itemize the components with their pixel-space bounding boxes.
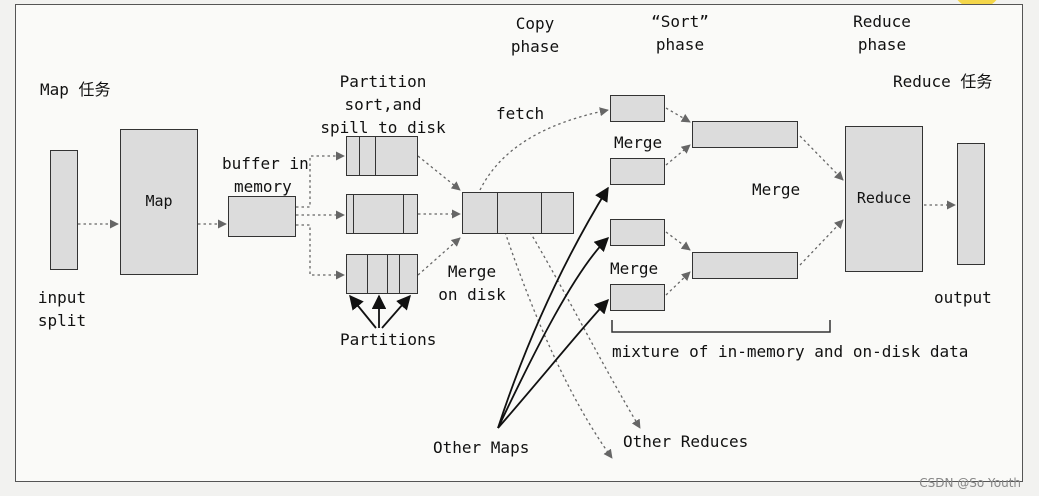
partition-sort-spill-label: Partition sort,and spill to disk: [320, 72, 446, 137]
arrow-buffer-to-spill1: [296, 151, 345, 208]
map-label: Map: [145, 192, 173, 210]
arrow-buffer-to-spill3: [296, 224, 345, 280]
input-split-box: [50, 150, 78, 270]
arrow-to-other-reduces-1: [529, 231, 641, 429]
mixture-label: mixture of in-memory and on-disk data: [612, 342, 969, 361]
spill-file-1: [346, 136, 418, 176]
arrow-copy3-to-merge2: [665, 231, 691, 251]
arrow-other-maps-3: [497, 298, 609, 429]
output-label: output: [934, 288, 992, 307]
arrow-partitions-3: [381, 294, 411, 329]
merge-file-1: [692, 121, 798, 148]
reduce-task-label: Reduce 任务: [893, 72, 993, 91]
arrow-to-other-reduces-2: [504, 231, 613, 459]
map-task-label: Map 任务: [40, 80, 111, 99]
reduce-box: Reduce: [845, 126, 923, 272]
merge-copy-bottom-label: Merge: [610, 259, 659, 278]
arrow-fetch: [479, 107, 609, 191]
merged-file-box: [462, 192, 574, 234]
watermark: CSDN @So Youth: [919, 476, 1021, 490]
arrow-merge1-to-reduce: [799, 135, 844, 181]
arrow-spill1-to-merge: [417, 155, 461, 191]
reduce-label: Reduce: [856, 189, 912, 207]
arrow-copy4-to-merge2: [665, 271, 691, 296]
arrow-copy1-to-merge1: [665, 107, 691, 123]
spill-file-2: [346, 194, 418, 234]
partitions-label: Partitions: [340, 330, 437, 349]
copied-segment-1: [610, 95, 665, 122]
sort-phase-label: “Sort”phase: [651, 12, 709, 54]
copied-segment-2: [610, 158, 665, 185]
merge-sort-mid-label: Merge: [752, 180, 801, 199]
copied-segment-4: [610, 284, 665, 311]
arrow-other-maps-1: [497, 186, 609, 429]
spill-file-3: [346, 254, 418, 294]
map-box: Map: [120, 129, 198, 275]
arrow-partitions-1: [349, 294, 377, 329]
merge-file-2: [692, 252, 798, 279]
other-reduces-label: Other Reduces: [623, 432, 749, 451]
copied-segment-3: [610, 219, 665, 246]
merge-copy-top-label: Merge: [614, 133, 663, 152]
buffer-box: [228, 196, 296, 237]
fetch-label: fetch: [496, 104, 545, 123]
arrow-merge2-to-reduce: [799, 219, 844, 266]
arrow-other-maps-2: [497, 236, 610, 429]
buffer-in-memory-label: buffer in memory: [222, 154, 309, 196]
output-box: [957, 143, 985, 265]
mixture-bracket: [611, 320, 831, 333]
arrow-spill3-to-merge: [417, 237, 461, 276]
arrow-copy2-to-merge1: [665, 144, 691, 166]
other-maps-label: Other Maps: [433, 438, 530, 457]
